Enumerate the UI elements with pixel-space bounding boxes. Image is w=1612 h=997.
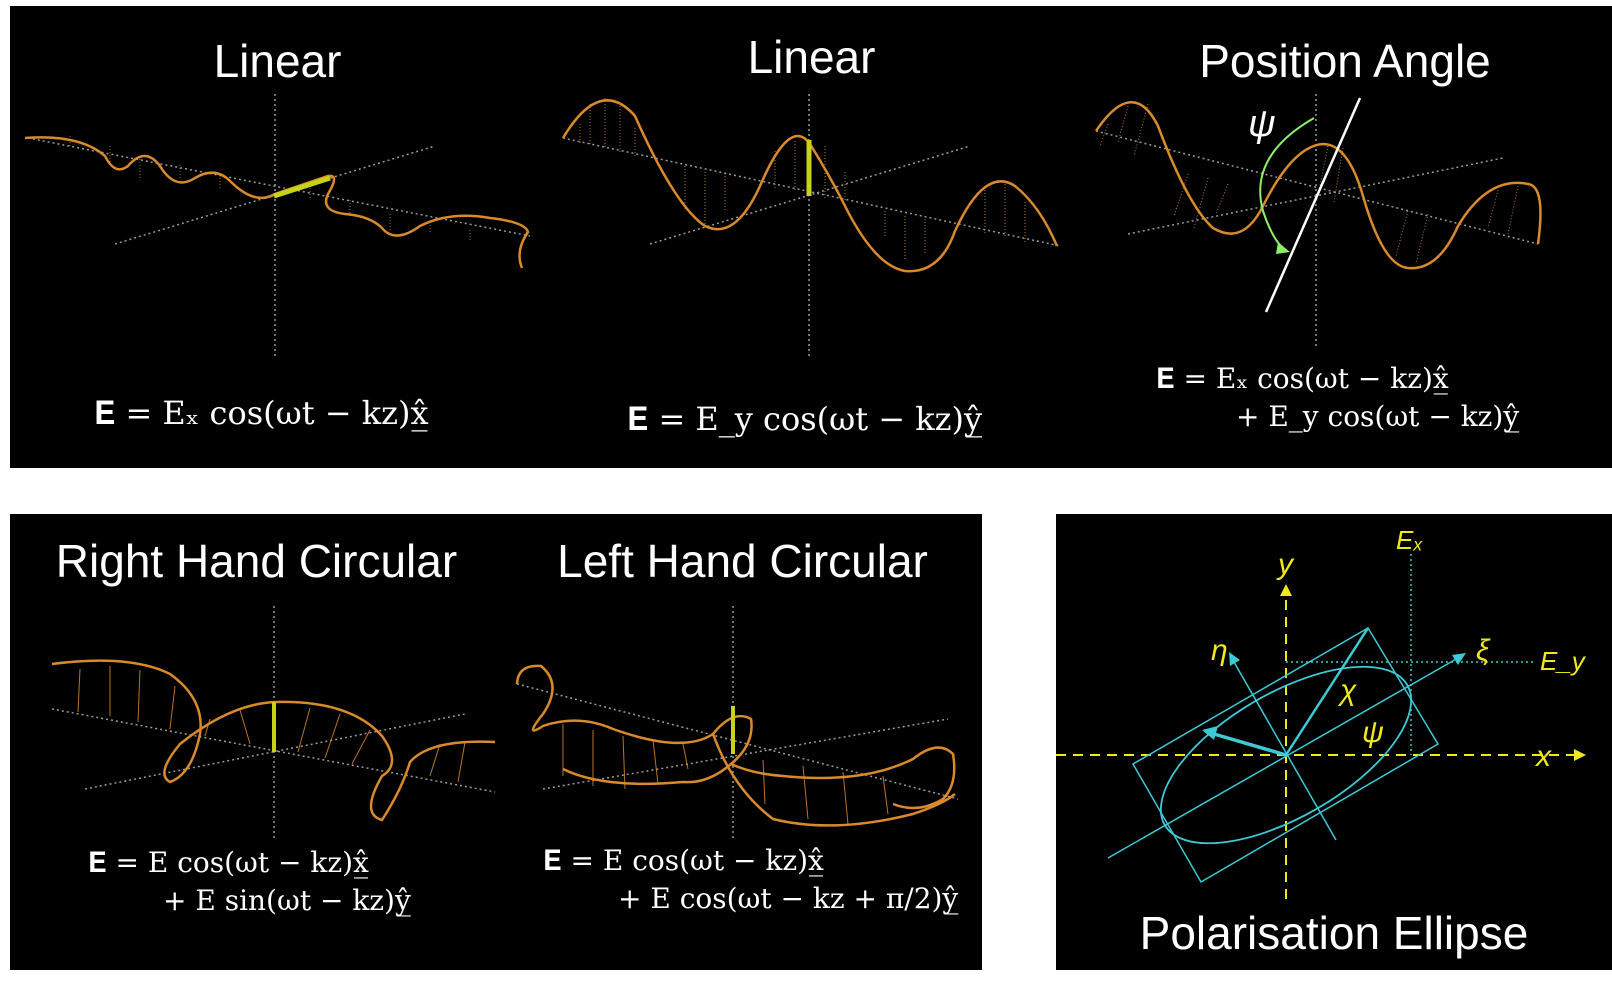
field-vector (273, 175, 331, 199)
helix-curve (515, 664, 956, 810)
left-circular-helix-diagram (515, 606, 959, 839)
wave-curve (1094, 100, 1542, 270)
wave-fill-hatch (1099, 103, 1519, 265)
linear-y-wave-diagram (561, 94, 1061, 358)
panel-title: Polarisation Ellipse (1139, 907, 1529, 959)
panel-title: Position Angle (1199, 35, 1491, 87)
equation-line-1: 𝐄 = Eₓ cos(ωt − kz)x̲̂ (1156, 362, 1449, 395)
horizontal-axis (114, 145, 436, 245)
panel-title: Left Hand Circular (557, 535, 928, 587)
xi-label: ξ (1476, 634, 1491, 667)
panel-title: Linear (213, 35, 342, 87)
panel-title: Right Hand Circular (55, 535, 458, 587)
y-axis-arrowhead (1280, 584, 1292, 596)
x-axis-label: x (1534, 740, 1552, 773)
psi-label: ψ (1362, 716, 1384, 749)
psi-label: ψ (1248, 103, 1276, 145)
equation: 𝐄 = E_y cos(ωt − kz)ŷ̲ (627, 400, 983, 438)
field-vector-arrowhead (1202, 726, 1218, 740)
helix-spokes (562, 724, 889, 825)
horizontal-axis (649, 145, 971, 245)
bounding-rectangle (1131, 626, 1440, 884)
eta-axis-arrowhead (1229, 652, 1240, 666)
xi-axis (1107, 657, 1459, 859)
propagation-axis (27, 137, 531, 237)
equation: 𝐄 = E cos(ωt − kz)x̲̂ + E cos(ωt − kz + … (543, 842, 958, 918)
chi-label: χ (1337, 674, 1357, 707)
angle-arc (1259, 117, 1315, 252)
panel-polarisation-ellipse: y x Eₓ E_y η ξ χ ψ Polarisation Ellipse (1056, 514, 1612, 970)
wave-curve (561, 99, 1059, 273)
linear-x-wave-diagram (24, 94, 531, 358)
panel-title: Linear (747, 31, 876, 83)
horizontal-axis (1127, 157, 1504, 235)
helix-spokes (77, 666, 466, 783)
propagation-axis (516, 683, 959, 800)
y-axis-label: y (1276, 548, 1295, 581)
panel-position-angle: ψ Position Angle 𝐄 = Eₓ cos(ωt − kz)x̲̂ … (1078, 6, 1612, 468)
equation: 𝐄 = Eₓ cos(ωt − kz)x̲̂ (94, 394, 429, 432)
equation-line-2: + E cos(ωt − kz + π/2)ŷ̲ (618, 881, 959, 915)
equation: 𝐄 = E cos(ωt − kz)x̲̂ + E sin(ωt − kz)ŷ̲ (88, 844, 411, 920)
horizontal-axis (542, 718, 949, 790)
polarisation-ellipse-diagram: y x Eₓ E_y η ξ χ ψ (1056, 525, 1587, 899)
panel-left-circular: Left Hand Circular 𝐄 = E cos(ωt − kz)x̲̂… (503, 514, 982, 970)
ex-label: Eₓ (1396, 525, 1423, 555)
panel-right-circular: Right Hand Circular 𝐄 = E cos(ωt − kz)x̲… (10, 514, 503, 970)
polarisation-direction-line (1264, 97, 1362, 313)
wave-curve (24, 136, 530, 269)
helix-curve-lower (711, 733, 956, 827)
chi-line (1284, 627, 1370, 756)
wave-fill-hatch (579, 98, 1026, 261)
wave-fill-hatch (69, 136, 471, 240)
panel-linear-y: Linear 𝐄 = E_y cos(ωt − kz)ŷ̲ (545, 6, 1078, 468)
x-axis-arrowhead (1574, 749, 1586, 761)
equation-line-1: 𝐄 = E cos(ωt − kz)x̲̂ (543, 844, 824, 877)
right-circular-helix-diagram (51, 606, 496, 839)
equation-line-2: + E sin(ωt − kz)ŷ̲ (163, 883, 411, 917)
panel-linear-x: Linear 𝐄 = Eₓ cos(ωt − kz)x̲̂ (10, 6, 545, 468)
xi-axis-arrowhead (1452, 653, 1466, 665)
equation-line-2: + E_y cos(ωt − kz)ŷ̲ (1236, 399, 1520, 433)
angle-arc-arrowhead (1276, 242, 1290, 254)
eta-label: η (1211, 634, 1228, 667)
equation: 𝐄 = Eₓ cos(ωt − kz)x̲̂ + E_y cos(ωt − kz… (1156, 360, 1519, 436)
field-vector (1213, 732, 1287, 757)
ey-label: E_y (1540, 646, 1587, 676)
position-angle-diagram: ψ (1094, 94, 1542, 346)
equation-line-1: 𝐄 = E cos(ωt − kz)x̲̂ (88, 846, 369, 879)
propagation-axis (1095, 130, 1539, 245)
eta-axis (1233, 661, 1337, 841)
